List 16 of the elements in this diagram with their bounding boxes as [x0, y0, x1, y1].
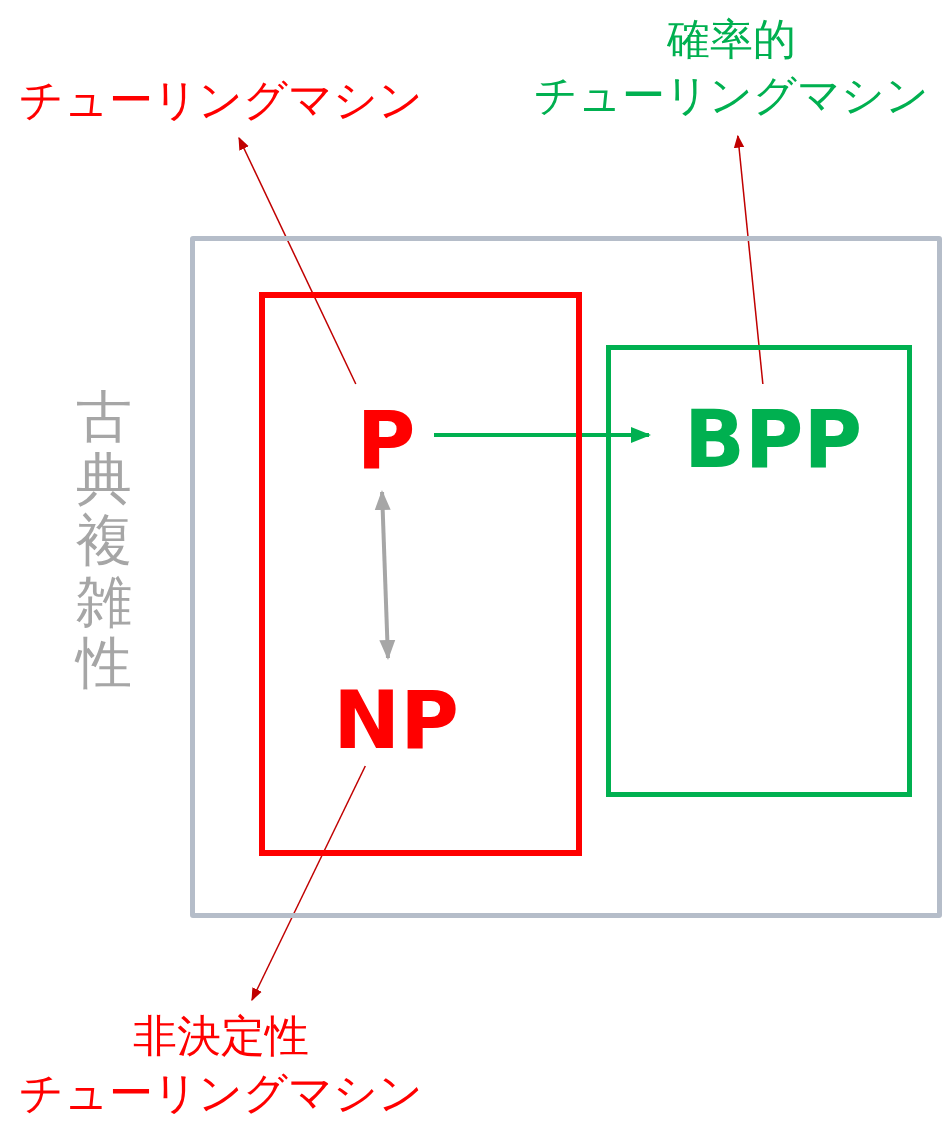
leader-line [251, 765, 367, 1002]
leader-line [733, 134, 764, 385]
class-region-box [606, 345, 912, 797]
class-label: P [356, 393, 416, 489]
class-label: NP [333, 673, 459, 769]
machine-label: 非決定性 [133, 1008, 309, 1063]
arrow [374, 490, 396, 660]
machine-label: チューリングマシン [19, 73, 423, 128]
arrow [434, 427, 651, 443]
class-label: BPP [683, 392, 863, 488]
class-region-box [259, 292, 582, 856]
machine-label: 確率的 [666, 13, 796, 67]
machine-label: チューリングマシン [19, 1066, 423, 1120]
leader-line [238, 136, 357, 385]
machine-label: チューリングマシン [533, 69, 929, 122]
vertical-heading: 古典複雑性 [76, 386, 132, 694]
